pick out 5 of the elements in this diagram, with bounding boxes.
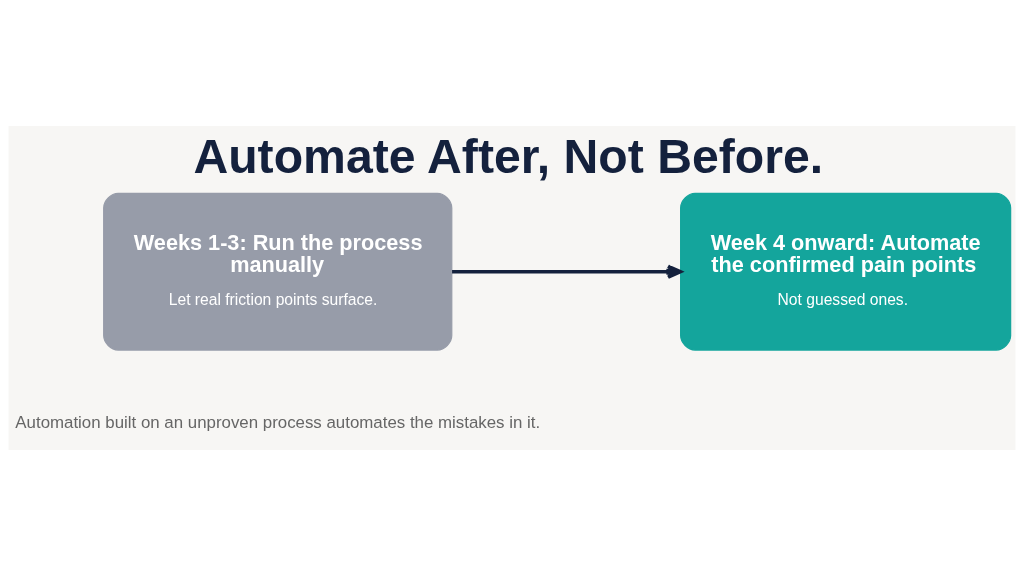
caption: Automation built on an unproven process automates the mistakes in it. <box>15 412 541 432</box>
node-box: Weeks 1-3: Run the process manually Let real friction points surface. <box>103 192 453 351</box>
diagram-title: Automate After, Not Before. <box>193 128 824 183</box>
arrow <box>452 264 682 279</box>
node-box: Week 4 onward: Automate the confirmed pain points Not guessed ones. <box>680 192 1012 351</box>
